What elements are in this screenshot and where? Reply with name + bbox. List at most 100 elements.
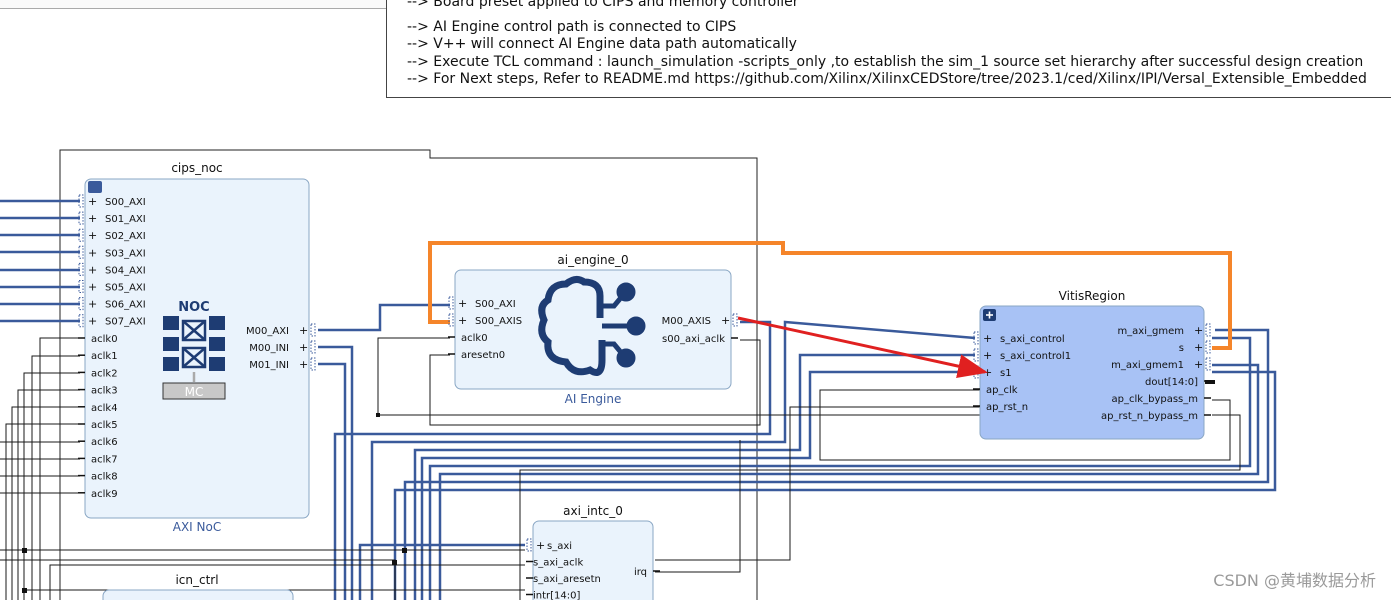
port-label: aclk3 [91,386,118,397]
port[interactable]: +S00_AXI [78,194,146,208]
port-label: s_axi_aresetn [533,574,601,585]
port-label: aclk5 [91,420,118,431]
port[interactable]: aclk3 [78,386,118,397]
port-label: aclk6 [91,437,118,448]
nets [0,199,1277,600]
port[interactable]: + S01_AXI [78,211,146,225]
port[interactable]: +M00_AXI [246,323,316,337]
port[interactable]: s_axi_aclk [526,558,583,569]
port[interactable]: aclk0 [448,333,488,344]
port-label: S03_AXI [105,248,146,259]
port[interactable]: aresetn0 [448,350,505,361]
port[interactable]: ap_rst_n [973,402,1028,413]
port[interactable]: irq [634,567,660,578]
port[interactable]: +S04_AXI [78,262,146,276]
expand-hierarchy-icon[interactable] [983,309,996,321]
console-line: --> Board preset applied to CIPS and mem… [407,0,799,10]
port[interactable]: aclk8 [78,472,118,483]
console-line: --> AI Engine control path is connected … [407,19,737,35]
vitis-output-ports: +m_axi_gmem+s+m_axi_gmem1dout[14:0]ap_cl… [1101,323,1211,422]
port-label: aclk7 [91,454,118,465]
port[interactable]: +S06_AXI [78,297,146,311]
port-label: S00_AXI [475,299,516,310]
port[interactable]: +M00_INI [249,340,316,354]
port-label: irq [634,567,647,578]
port[interactable]: +s [1179,340,1211,354]
annotation-arrow [737,316,988,378]
port[interactable]: +S00_AXIS [448,313,522,327]
port[interactable]: +M00_AXIS [662,313,738,327]
intc-title: axi_intc_0 [563,504,623,518]
port[interactable]: ap_clk [973,385,1018,396]
block-menu-icon[interactable] [88,181,102,193]
svg-text:+: + [721,314,730,327]
port-label: S01_AXI [105,214,146,225]
port[interactable]: aclk1 [78,351,118,362]
console-line: --> For Next steps, Refer to README.md h… [407,71,1367,87]
port[interactable]: aclk7 [78,454,118,465]
port[interactable]: dout[14:0] [1145,377,1211,388]
port-label: s_axi_aclk [533,558,583,569]
port-label: ap_rst_n_bypass_m [1101,411,1198,422]
port-label: S04_AXI [105,265,146,276]
tcl-console-toolbar [0,0,386,9]
svg-text:+: + [1194,324,1203,337]
port-label: intr[14:0] [533,591,581,600]
hierarchy-outline [59,149,758,600]
port[interactable]: aclk9 [78,489,118,500]
svg-text:+: + [88,229,97,242]
svg-text:+: + [88,212,97,225]
axi-intc-block[interactable]: axi_intc_0 +s_axi s_axi_aclk s_axi_aresetn… [526,504,660,600]
port[interactable]: +S05_AXI [78,280,146,294]
port[interactable]: ap_rst_n_bypass_m [1101,411,1211,422]
port-label: s_axi_control1 [1000,351,1071,362]
port[interactable]: aclk5 [78,420,118,431]
noc-block[interactable]: cips_noc +S00_AXI+S01_AXI+S02_AXI+S03_AX… [78,161,316,534]
port[interactable]: s_axi_aresetn [526,574,601,585]
noc-mc-label: MC [185,385,204,399]
console-line: --> V++ will connect AI Engine data path… [407,36,797,52]
port-label: aresetn0 [461,350,505,361]
noc-output-ports: +M00_AXI+M00_INI+M01_INI [246,323,316,371]
port[interactable]: +S07_AXI [78,314,146,328]
svg-text:+: + [458,297,467,310]
icn-ctrl-block[interactable]: icn_ctrl [102,573,294,600]
port[interactable]: aclk0 [78,334,118,345]
port[interactable]: +s_axi [526,538,572,552]
port-label: S02_AXI [105,231,146,242]
port-label: M00_INI [249,343,289,354]
port[interactable]: intr[14:0] [526,591,581,600]
port[interactable]: s00_axi_aclk [662,334,738,345]
ai-engine-block[interactable]: ai_engine_0 +S00_AXI+S00_AXISaclk0areset… [448,253,738,406]
port-label: s [1179,343,1184,354]
port-label: M00_AXI [246,326,289,337]
svg-text:+: + [299,358,308,371]
port-label: s00_axi_aclk [662,334,725,345]
port[interactable]: aclk4 [78,403,118,414]
noc-logo-icon: NOC MC [162,300,226,400]
port-label: aclk2 [91,368,118,379]
port[interactable]: +S03_AXI [78,245,146,259]
port-label: ap_clk_bypass_m [1112,394,1198,405]
port[interactable]: +m_axi_gmem [1117,323,1211,337]
port[interactable]: aclk6 [78,437,118,448]
port-label: ap_clk [986,385,1018,396]
port[interactable]: +s_axi_control [973,331,1065,345]
port[interactable]: aclk2 [78,368,118,379]
port[interactable]: +M01_INI [249,357,316,371]
port[interactable]: + S00_AXI [448,296,516,310]
port-label: aclk0 [461,333,488,344]
vitis-title: VitisRegion [1059,289,1126,303]
port[interactable]: +m_axi_gmem1 [1111,357,1211,371]
vitis-region-block[interactable]: VitisRegion +s_axi_control+s_axi_control… [973,289,1211,440]
port[interactable]: ap_clk_bypass_m [1112,394,1211,405]
aie-output-ports: +M00_AXIS s00_axi_aclk [662,313,738,345]
port-label: S06_AXI [105,300,146,311]
svg-text:+: + [458,314,467,327]
port[interactable]: +s_axi_control1 [973,348,1071,362]
port[interactable]: + S02_AXI [78,228,146,242]
svg-text:+: + [88,315,97,328]
noc-clock-ports: aclk0 aclk1 aclk2 aclk3 aclk4 aclk5 aclk6 aclk7… [78,334,118,500]
port-label: aclk0 [91,334,118,345]
